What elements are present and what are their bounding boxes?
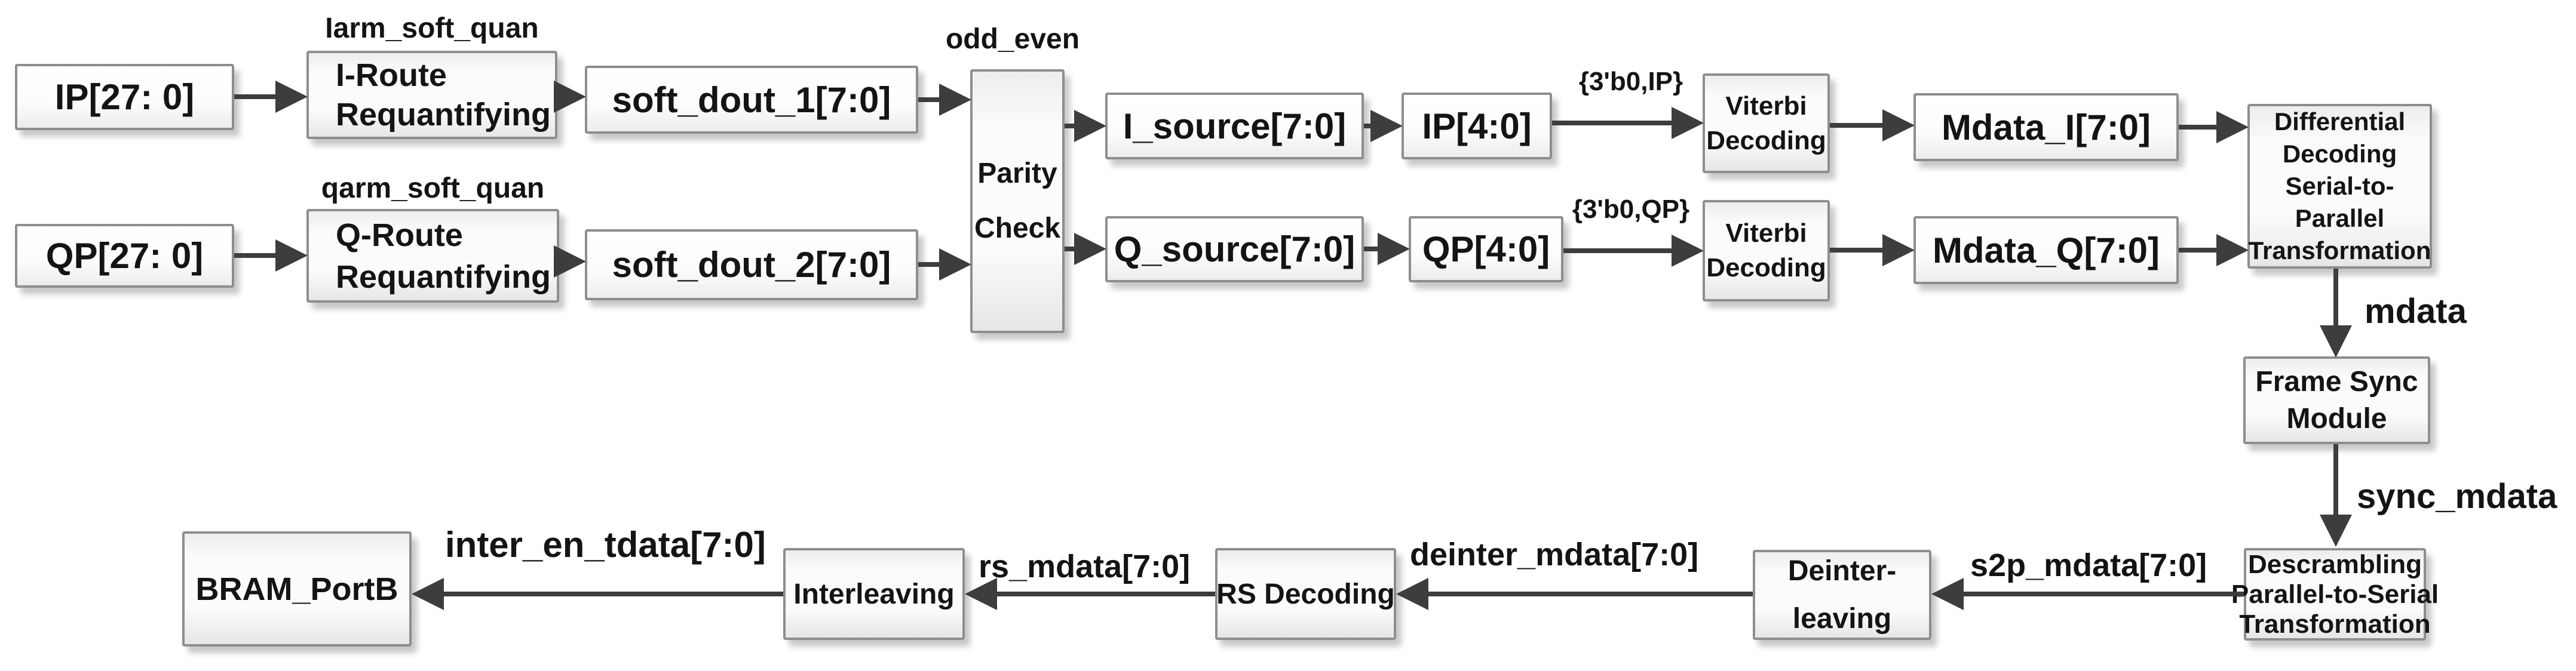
node-mdata-i-label: Mdata_I[7:0] bbox=[1941, 107, 2151, 147]
arrow-ip-to-iroute-head bbox=[275, 81, 308, 113]
arrow-isource-to-ip4-line bbox=[1364, 124, 1370, 128]
node-mdata-q-label: Mdata_Q[7:0] bbox=[1932, 230, 2160, 270]
node-rs-decoding: RS Decoding bbox=[1215, 548, 1396, 640]
arrow-rs-to-interleaving-line bbox=[997, 592, 1215, 596]
arrow-qp4-to-viterbi-line bbox=[1563, 248, 1672, 253]
arrow-mdataq-to-diff-head bbox=[2216, 234, 2249, 266]
arrow-qp4-to-viterbi-head bbox=[1672, 235, 1704, 267]
arrow-ip-to-iroute-line bbox=[234, 94, 275, 99]
node-ip-input: IP[27: 0] bbox=[15, 64, 234, 130]
node-qp-input-label: QP[27: 0] bbox=[45, 236, 204, 276]
wire-label-concat-i: {3'b0,IP} bbox=[1578, 67, 1683, 96]
node-i-route-label: I-Route Requantifying bbox=[336, 57, 551, 133]
node-parity-check: Parity Check bbox=[970, 69, 1065, 333]
node-interleaving: Interleaving bbox=[783, 548, 965, 640]
node-i-source: I_source[7:0] bbox=[1105, 93, 1364, 159]
node-deinterleaving: Deinter- leaving bbox=[1753, 550, 1931, 640]
arrow-descrambling-to-deinter-line bbox=[1964, 592, 2244, 596]
wire-label-sync-mdata: sync_mdata bbox=[2357, 477, 2557, 516]
node-q-route-label: Q-Route Requantifying bbox=[336, 217, 551, 295]
wire-label-deinter-mdata: deinter_mdata[7:0] bbox=[1410, 537, 1699, 572]
wire-label-mdata: mdata bbox=[2365, 292, 2467, 331]
node-differential-decoding: Differential Decoding Serial-to- Paralle… bbox=[2247, 104, 2432, 269]
arrow-viterbi-to-mdataq-line bbox=[1830, 248, 1882, 253]
node-i-source-label: I_source[7:0] bbox=[1123, 106, 1347, 146]
node-soft-dout-2-label: soft_dout_2[7:0] bbox=[612, 245, 891, 285]
arrow-rs-to-interleaving-head bbox=[965, 578, 997, 610]
node-ip4: IP[4:0] bbox=[1402, 93, 1552, 159]
node-viterbi-q-label: Viterbi Decoding bbox=[1706, 218, 1826, 282]
arrow-ip4-to-viterbi-line bbox=[1552, 121, 1672, 125]
arrow-deinter-to-rs-head bbox=[1396, 578, 1428, 610]
node-mdata-i: Mdata_I[7:0] bbox=[1913, 93, 2179, 161]
node-interleaving-label: Interleaving bbox=[793, 578, 955, 610]
wire-label-concat-q: {3'b0,QP} bbox=[1572, 195, 1690, 224]
arrow-parity-to-isource-line bbox=[1065, 124, 1074, 128]
arrow-parity-to-qsource-line bbox=[1065, 247, 1074, 251]
node-ip-input-label: IP[27: 0] bbox=[54, 77, 195, 117]
arrow-framesync-to-descrambling-head bbox=[2320, 515, 2352, 547]
arrow-parity-to-isource-head bbox=[1074, 110, 1106, 142]
node-soft-dout-2: soft_dout_2[7:0] bbox=[585, 229, 918, 300]
arrow-viterbi-to-mdataq-head bbox=[1882, 234, 1915, 266]
node-q-source: Q_source[7:0] bbox=[1105, 216, 1364, 282]
node-descrambling-label: Descrambling Parallel-to-Serial Transfor… bbox=[2231, 549, 2439, 639]
node-differential-label: Differential Decoding Serial-to- Paralle… bbox=[2248, 107, 2431, 264]
arrow-qroute-to-softdout2-head bbox=[554, 245, 586, 278]
arrow-diff-to-framesync-line bbox=[2333, 269, 2338, 325]
node-parity-check-label: Parity Check bbox=[974, 158, 1061, 244]
wire-label-inter-en-tdata: inter_en_tdata[7:0] bbox=[445, 525, 766, 565]
arrow-mdataq-to-diff-line bbox=[2179, 248, 2216, 253]
tag-odd-even: odd_even bbox=[945, 23, 1080, 55]
arrow-qp-to-qroute-line bbox=[234, 253, 275, 258]
node-q-source-label: Q_source[7:0] bbox=[1114, 229, 1356, 269]
node-viterbi-i-label: Viterbi Decoding bbox=[1706, 91, 1826, 155]
node-q-route-requantifying: Q-Route Requantifying bbox=[306, 209, 559, 303]
arrow-diff-to-framesync-head bbox=[2320, 325, 2352, 358]
arrow-parity-to-qsource-head bbox=[1074, 233, 1106, 265]
arrow-softdout1-to-parity-head bbox=[939, 84, 971, 116]
node-bram-portb: BRAM_PortB bbox=[182, 531, 412, 647]
arrow-viterbi-to-mdatai-line bbox=[1830, 123, 1882, 128]
node-deinterleaving-label: Deinter- leaving bbox=[1787, 555, 1897, 635]
arrow-viterbi-to-mdatai-head bbox=[1882, 109, 1915, 141]
arrow-framesync-to-descrambling-line bbox=[2333, 444, 2338, 515]
wire-label-rs-mdata: rs_mdata[7:0] bbox=[979, 549, 1191, 584]
arrow-interleaving-to-bram-line bbox=[444, 592, 783, 596]
arrow-interleaving-to-bram-head bbox=[412, 578, 444, 610]
node-soft-dout-1-label: soft_dout_1[7:0] bbox=[612, 79, 891, 120]
tag-qarm-soft-quan: qarm_soft_quan bbox=[321, 173, 545, 204]
node-i-route-requantifying: I-Route Requantifying bbox=[306, 51, 557, 139]
arrow-mdatai-to-diff-line bbox=[2179, 125, 2216, 130]
node-descrambling: Descrambling Parallel-to-Serial Transfor… bbox=[2231, 548, 2439, 641]
node-viterbi-decoding-q: Viterbi Decoding bbox=[1703, 200, 1830, 301]
node-qp4-label: QP[4:0] bbox=[1422, 229, 1550, 269]
arrow-deinter-to-rs-line bbox=[1428, 592, 1753, 596]
wire-label-s2p-mdata: s2p_mdata[7:0] bbox=[1970, 547, 2207, 583]
arrow-isource-to-ip4-head bbox=[1370, 110, 1403, 142]
arrow-qsource-to-qp4-head bbox=[1378, 233, 1410, 265]
node-ip4-label: IP[4:0] bbox=[1422, 106, 1532, 146]
node-qp4: QP[4:0] bbox=[1409, 216, 1563, 282]
node-qp-input: QP[27: 0] bbox=[15, 224, 234, 288]
arrow-mdatai-to-diff-head bbox=[2216, 111, 2249, 143]
tag-iarm-soft-quan: Iarm_soft_quan bbox=[325, 13, 539, 44]
arrow-softdout1-to-parity-line bbox=[918, 97, 939, 102]
node-bram-portb-label: BRAM_PortB bbox=[195, 571, 398, 607]
arrow-descrambling-to-deinter-head bbox=[1931, 578, 1964, 610]
node-frame-sync-label: Frame Sync Module bbox=[2255, 365, 2418, 435]
node-soft-dout-1: soft_dout_1[7:0] bbox=[585, 66, 918, 134]
node-viterbi-decoding-i: Viterbi Decoding bbox=[1703, 73, 1830, 173]
arrow-ip4-to-viterbi-head bbox=[1672, 107, 1704, 139]
arrow-qp-to-qroute-head bbox=[275, 239, 308, 272]
arrow-iroute-to-softdout1-head bbox=[554, 81, 586, 113]
node-frame-sync-module: Frame Sync Module bbox=[2243, 356, 2430, 444]
node-rs-decoding-label: RS Decoding bbox=[1216, 578, 1395, 610]
arrow-softdout2-to-parity-head bbox=[939, 248, 971, 281]
node-mdata-q: Mdata_Q[7:0] bbox=[1913, 216, 2179, 284]
arrow-qsource-to-qp4-line bbox=[1364, 247, 1378, 251]
arrow-softdout2-to-parity-line bbox=[918, 262, 939, 267]
